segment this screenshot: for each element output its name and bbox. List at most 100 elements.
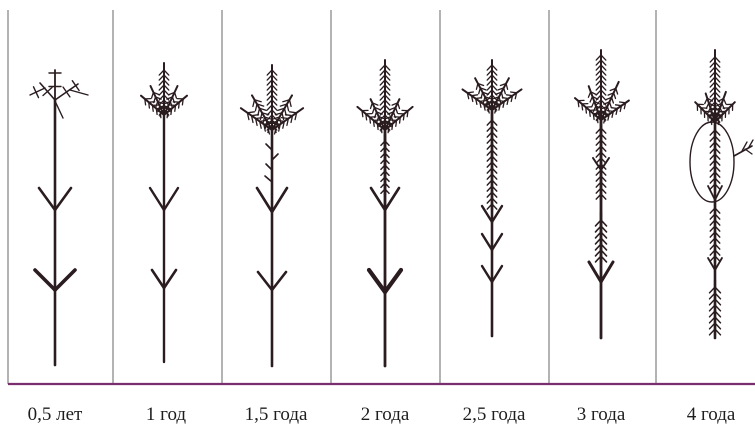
twig-tick — [63, 87, 70, 97]
needle — [362, 111, 363, 117]
needle — [706, 103, 709, 108]
needle — [269, 126, 276, 127]
age-label-2-5: 2,5 года — [463, 404, 526, 425]
needle — [407, 111, 408, 117]
whorl-branch — [152, 270, 164, 288]
whorl-branch — [257, 188, 272, 212]
needle — [588, 92, 590, 98]
needle — [705, 98, 708, 104]
needle — [392, 124, 393, 130]
needle — [156, 101, 158, 107]
needle — [400, 117, 401, 123]
needle — [388, 127, 389, 133]
whorl-branch — [39, 188, 55, 210]
whorl-branch — [164, 188, 178, 210]
needle — [593, 114, 594, 120]
twig-tick — [34, 87, 39, 98]
needle — [582, 104, 583, 110]
needle — [490, 106, 496, 107]
age-label-4: 4 года — [687, 404, 736, 425]
needle — [480, 101, 486, 102]
needle — [175, 105, 176, 111]
whorl-branch — [55, 270, 75, 290]
whorl-branch — [601, 262, 613, 282]
needle — [612, 97, 614, 103]
needle — [377, 116, 379, 122]
needle — [592, 101, 594, 107]
needle — [502, 98, 508, 99]
needle — [507, 95, 513, 96]
needle — [277, 120, 284, 121]
needle — [498, 101, 504, 102]
needle — [145, 99, 146, 105]
age-label-1-5: 1,5 года — [245, 404, 308, 425]
whorl-branch — [385, 270, 401, 292]
needle — [260, 113, 262, 120]
needle — [499, 97, 501, 103]
needle — [745, 149, 752, 154]
needle — [724, 99, 726, 105]
plant-stage-3 — [575, 50, 629, 338]
needle — [156, 109, 157, 115]
panel-frame — [8, 10, 656, 384]
needle — [403, 114, 404, 120]
needle — [170, 101, 172, 107]
whorl-branch — [589, 262, 601, 282]
needle — [152, 92, 154, 98]
needle — [263, 117, 265, 124]
needle — [373, 107, 375, 113]
plants-group — [30, 50, 753, 366]
needle — [610, 102, 612, 108]
plant-stage-0-5 — [30, 70, 88, 365]
plant-stage-1-5 — [241, 65, 303, 366]
whorl-branch — [482, 234, 492, 250]
whorl-branch — [258, 272, 272, 290]
needle — [175, 92, 177, 98]
age-label-2: 2 года — [361, 404, 410, 425]
needle — [153, 105, 154, 111]
needle — [396, 107, 398, 113]
needle — [620, 102, 626, 103]
needle — [720, 108, 722, 114]
needle — [371, 103, 373, 109]
whorl-branch — [492, 266, 502, 282]
needle — [578, 101, 579, 107]
needle — [590, 110, 591, 116]
whorl-branch — [272, 272, 286, 290]
needle — [511, 92, 517, 93]
needle — [396, 120, 397, 126]
twig-tick — [72, 81, 79, 91]
needle — [282, 118, 289, 119]
needle — [599, 116, 605, 117]
needle — [290, 100, 292, 107]
needle — [255, 104, 257, 111]
needle — [391, 116, 393, 122]
needle — [398, 103, 400, 109]
whorl-branch — [272, 188, 287, 212]
needle — [377, 124, 378, 130]
needle — [374, 120, 375, 126]
needle — [171, 109, 172, 115]
needle — [179, 102, 180, 108]
age-labels: 0,5 лет 1 год 1,5 года 2 года 2,5 года 3… — [28, 404, 736, 425]
needle — [472, 95, 478, 96]
age-label-1: 1 год — [146, 404, 187, 425]
whorl-branch — [369, 270, 385, 292]
plant-stage-2 — [357, 60, 412, 366]
needle — [616, 88, 618, 94]
needle — [586, 107, 587, 113]
needle — [616, 105, 622, 106]
age-label-0-5: 0,5 лет — [28, 404, 83, 425]
needle — [167, 112, 168, 118]
needle — [258, 108, 260, 115]
needle — [494, 103, 500, 104]
needle — [467, 92, 473, 93]
needle — [287, 104, 289, 111]
needle — [247, 112, 254, 113]
needle — [506, 84, 508, 90]
needle — [483, 97, 485, 103]
needle — [476, 84, 478, 90]
age-label-3: 3 года — [577, 404, 626, 425]
